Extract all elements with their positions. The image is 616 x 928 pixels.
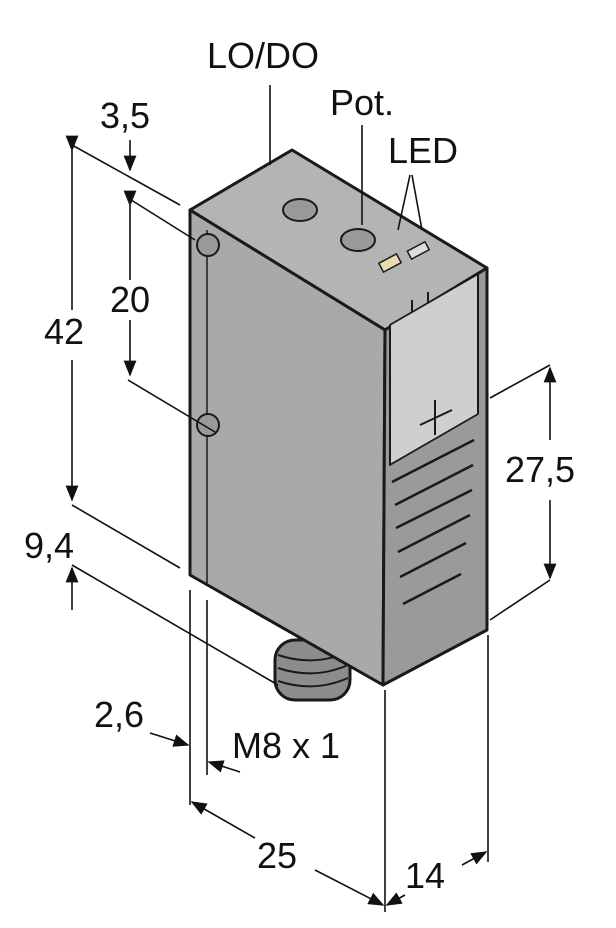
dimension-42: 42 [44,311,85,352]
led-label: LED [388,130,459,171]
dimension-14: 14 [405,855,446,896]
potentiometer-icon [340,228,376,252]
dimension-25: 25 [257,835,298,876]
crosshair-icon [419,400,453,435]
dimension-lines [65,85,557,912]
pot-label: Pot. [330,82,395,123]
dimension-20: 20 [110,279,151,320]
lo-do-label: LO/DO [207,35,320,76]
lens-window [389,272,479,466]
led-indicator-icon [406,241,430,260]
dimension-27-5: 27,5 [505,449,576,490]
led-indicator-icon [378,253,402,273]
vent-slots [391,438,475,606]
thread-label: M8 x 1 [232,725,341,766]
mounting-hole-icon [196,233,220,257]
dimension-2-6: 2,6 [94,694,145,735]
dimension-3-5: 3,5 [100,95,151,136]
sensor-housing [188,148,489,702]
dimension-9-4: 9,4 [24,525,75,566]
lo-do-switch-icon [282,198,318,222]
mounting-hole-icon [196,413,220,437]
